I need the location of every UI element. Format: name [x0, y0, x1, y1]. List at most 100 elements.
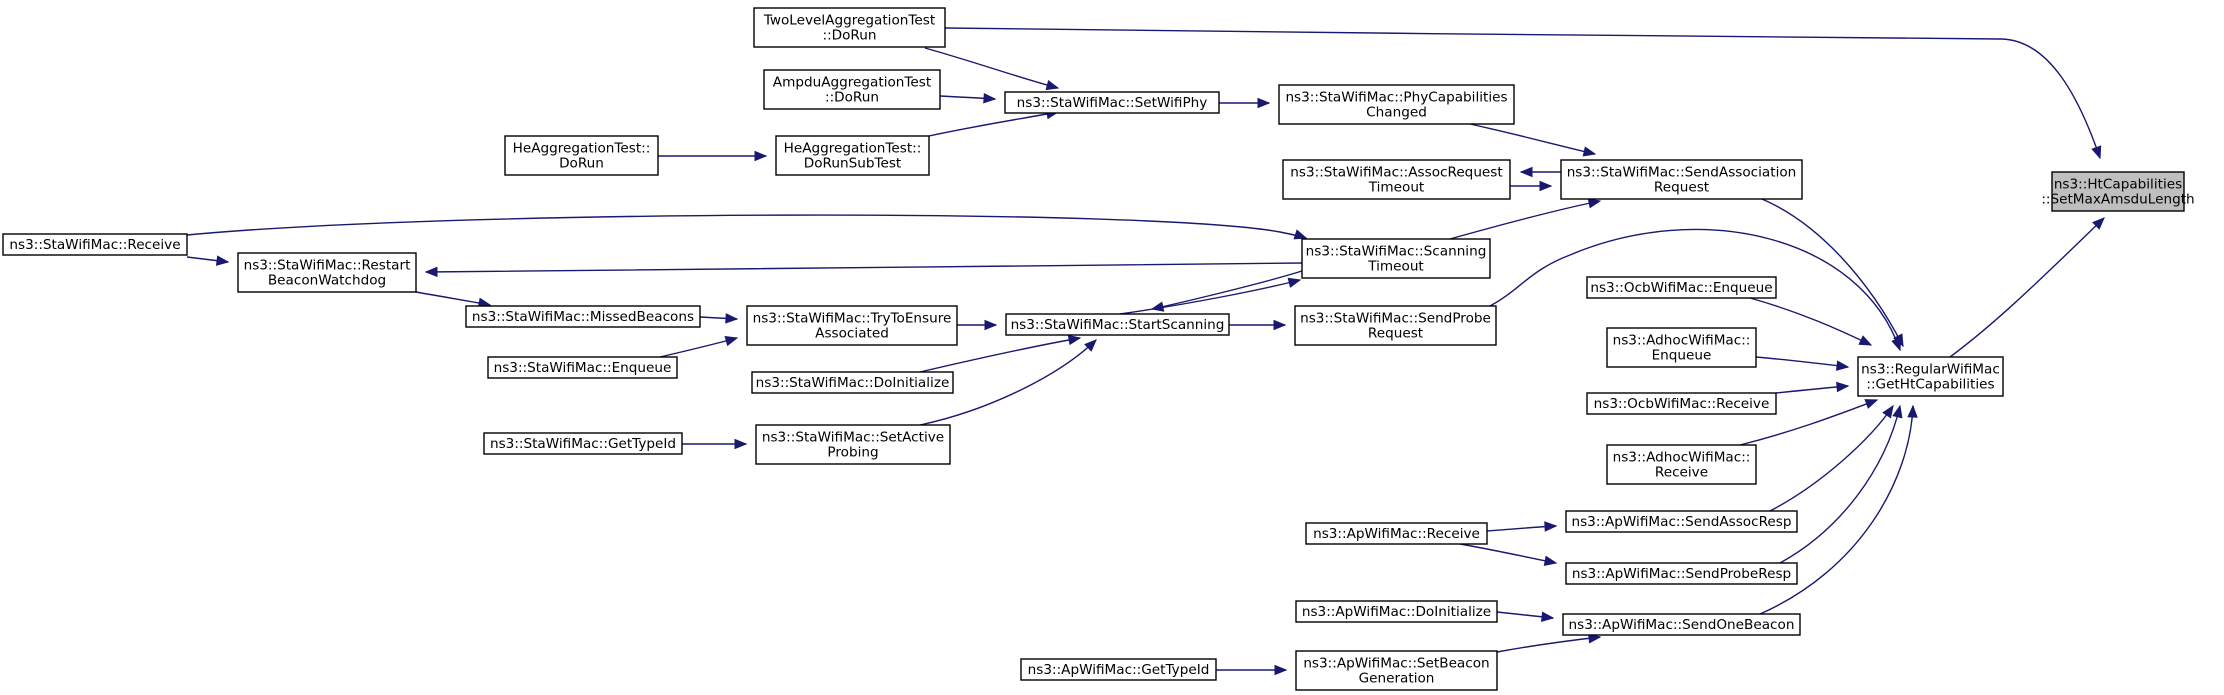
node-box[interactable] [1301, 238, 1491, 279]
node-label-line: TwoLevelAggregationTest [763, 13, 935, 29]
edge-line [1749, 297, 1872, 346]
node-adhocReceive[interactable]: ns3::AdhocWifiMac::Receive [1606, 444, 1757, 485]
node-label-line: ns3::OcbWifiMac::Enqueue [1590, 280, 1772, 296]
node-box[interactable] [1294, 305, 1497, 346]
edge-restartBeacon-to-missedBeacons [415, 291, 492, 308]
node-setWifiPhy[interactable]: ns3::StaWifiMac::SetWifiPhy [1004, 91, 1220, 114]
node-box[interactable] [1560, 159, 1803, 200]
node-box[interactable] [1295, 650, 1498, 691]
node-ocbEnqueue[interactable]: ns3::OcbWifiMac::Enqueue [1586, 276, 1777, 299]
node-label-line: ns3::StaWifiMac::DoInitialize [756, 375, 950, 391]
node-root[interactable]: ns3::HtCapabilities::SetMaxAmsduLength [2041, 171, 2195, 212]
node-box[interactable] [1305, 522, 1488, 545]
node-ocbReceive[interactable]: ns3::OcbWifiMac::Receive [1586, 392, 1777, 415]
edge-line [1151, 270, 1303, 310]
edge-ampdu-to-setWifiPhy [939, 93, 997, 104]
node-box[interactable] [751, 371, 954, 394]
node-apDoInit[interactable]: ns3::ApWifiMac::DoInitialize [1295, 600, 1498, 623]
arrowhead-icon [1257, 97, 1271, 109]
node-box[interactable] [753, 7, 946, 48]
node-box[interactable] [1857, 356, 2004, 397]
arrowhead-icon [1287, 277, 1302, 288]
node-staGetTypeId[interactable]: ns3::StaWifiMac::GetTypeId [483, 432, 683, 455]
node-sendProbeResp[interactable]: ns3::ApWifiMac::SendProbeResp [1565, 562, 1798, 585]
edge-apReceive-to-sendProbeResp [1459, 543, 1558, 566]
node-label-line: ns3::StaWifiMac::PhyCapabilities [1285, 90, 1507, 106]
node-apReceive[interactable]: ns3::ApWifiMac::Receive [1305, 522, 1488, 545]
node-box[interactable] [1565, 562, 1798, 585]
edge-scanTimeout-to-restartBeacon [424, 262, 1303, 278]
node-box[interactable] [746, 305, 958, 346]
node-box[interactable] [1606, 327, 1757, 368]
node-box[interactable] [775, 135, 930, 176]
node-staEnqueue[interactable]: ns3::StaWifiMac::Enqueue [487, 356, 678, 379]
edge-staGetTypeId-to-setActiveProbing [682, 438, 748, 450]
node-box[interactable] [1606, 444, 1757, 485]
node-box[interactable] [1282, 159, 1511, 200]
node-label-line: ns3::StaWifiMac::Receive [9, 237, 180, 253]
node-box[interactable] [487, 356, 678, 379]
node-box[interactable] [1295, 600, 1498, 623]
edge-adhocReceive-to-regularGetHt [1739, 399, 1879, 446]
node-ampdu[interactable]: AmpduAggregationTest::DoRun [763, 69, 941, 110]
node-box[interactable] [237, 252, 417, 293]
arrowhead-icon [1519, 166, 1533, 178]
node-box[interactable] [763, 69, 941, 110]
node-label-line: Associated [815, 326, 889, 342]
arrowhead-icon [1543, 555, 1558, 566]
edge-sendOneBeacon-to-regularGetHt [1759, 404, 1918, 615]
node-label-line: ns3::RegularWifiMac [1861, 362, 2000, 378]
node-box[interactable] [483, 432, 683, 455]
node-staDoInit[interactable]: ns3::StaWifiMac::DoInitialize [751, 371, 954, 394]
edge-line [1949, 217, 2105, 358]
node-startScanning[interactable]: ns3::StaWifiMac::StartScanning [1005, 313, 1230, 336]
node-box[interactable] [1586, 392, 1777, 415]
node-box[interactable] [1562, 613, 1801, 636]
node-missedBeacons[interactable]: ns3::StaWifiMac::MissedBeacons [465, 305, 701, 328]
node-box[interactable] [504, 135, 659, 176]
node-label-line: Request [1654, 180, 1709, 196]
edge-setBeaconGen-to-sendOneBeacon [1496, 633, 1602, 653]
edge-sendAssoc-to-assocTimeout [1519, 166, 1561, 178]
node-box[interactable] [1586, 276, 1777, 299]
node-box[interactable] [1565, 510, 1798, 533]
edge-ocbReceive-to-regularGetHt [1775, 381, 1850, 394]
node-label-line: HeAggregationTest:: [513, 141, 651, 157]
node-box[interactable] [2051, 171, 2185, 212]
node-box[interactable] [1004, 91, 1220, 114]
node-staReceive[interactable]: ns3::StaWifiMac::Receive [2, 233, 188, 256]
node-heDoRun[interactable]: HeAggregationTest::DoRun [504, 135, 659, 176]
node-apGetTypeId[interactable]: ns3::ApWifiMac::GetTypeId [1020, 658, 1217, 681]
node-sendOneBeacon[interactable]: ns3::ApWifiMac::SendOneBeacon [1562, 613, 1801, 636]
node-heSubTest[interactable]: HeAggregationTest::DoRunSubTest [775, 135, 930, 176]
arrowhead-icon [1540, 611, 1555, 622]
node-label-line: Probing [827, 445, 878, 461]
edge-line [1119, 279, 1301, 315]
node-label-line: ns3::StaWifiMac::TryToEnsure [753, 311, 952, 327]
node-label-line: ns3::StaWifiMac::SetActive [762, 430, 944, 446]
node-adhocEnqueue[interactable]: ns3::AdhocWifiMac::Enqueue [1606, 327, 1757, 368]
edge-line [1769, 405, 1894, 512]
arrowhead-icon [1067, 334, 1082, 346]
node-box[interactable] [755, 424, 951, 465]
nodes-layer: ns3::HtCapabilities::SetMaxAmsduLengthns… [2, 7, 2195, 691]
edge-line [1496, 636, 1601, 653]
node-label-line: ns3::ApWifiMac::SendOneBeacon [1569, 617, 1795, 633]
node-box[interactable] [1005, 313, 1230, 336]
node-box[interactable] [2, 233, 188, 256]
node-twoLevel[interactable]: TwoLevelAggregationTest::DoRun [753, 7, 946, 48]
node-regularGetHt[interactable]: ns3::RegularWifiMac::GetHtCapabilities [1857, 356, 2004, 397]
node-box[interactable] [465, 305, 701, 328]
node-box[interactable] [1278, 84, 1515, 125]
node-box[interactable] [1020, 658, 1217, 681]
node-sendAssocResp[interactable]: ns3::ApWifiMac::SendAssocResp [1565, 510, 1798, 533]
